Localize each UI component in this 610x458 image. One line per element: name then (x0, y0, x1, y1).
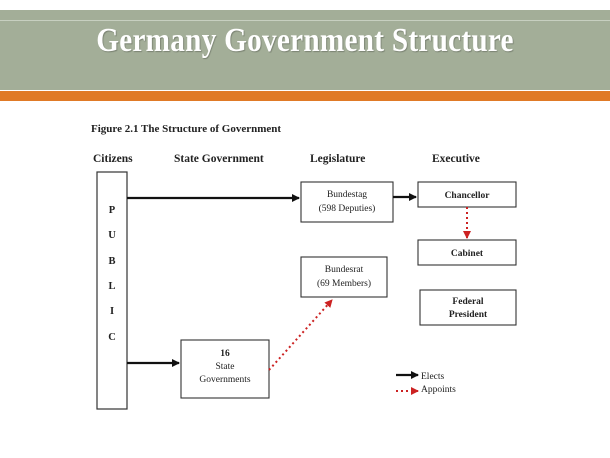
column-state-government: State Government (174, 153, 264, 165)
bundesrat-members: (69 Members) (317, 278, 371, 289)
bundesrat-box (300, 256, 388, 298)
legend: Elects Appoints (396, 371, 456, 395)
bundesrat-label: Bundesrat (325, 265, 364, 275)
header-highlight-line (0, 20, 610, 21)
cabinet-label: Cabinet (451, 249, 484, 259)
federal-president-label-line1: Federal (452, 297, 483, 307)
state-governments-label-line1: State (216, 362, 235, 372)
public-letter: C (108, 332, 116, 343)
column-citizens: Citizens (93, 153, 133, 165)
bundestag-members: (598 Deputies) (319, 203, 376, 214)
bundestag-label: Bundestag (327, 190, 367, 200)
slide-title: Germany Government Structure (96, 22, 514, 59)
public-letter: P (109, 205, 116, 216)
public-letter: L (108, 281, 115, 292)
column-legislature: Legislature (310, 153, 365, 165)
slide-header (0, 10, 610, 90)
public-letter: B (108, 256, 115, 267)
appoints-arrow-states-bundesrat (268, 299, 333, 371)
figure-caption: Figure 2.1 The Structure of Government (91, 123, 281, 135)
legend-appoints-label: Appoints (421, 385, 456, 395)
state-governments-box (180, 339, 270, 399)
state-governments-label-line2: Governments (199, 375, 250, 385)
bundestag-box (300, 181, 394, 223)
public-box (96, 171, 128, 410)
public-letter: I (110, 306, 114, 317)
state-governments-count: 16 (220, 349, 230, 359)
chancellor-box (417, 181, 517, 208)
chancellor-label: Chancellor (445, 191, 491, 201)
column-executive: Executive (432, 153, 480, 165)
federal-president-box (419, 289, 517, 326)
accent-bar (0, 91, 610, 101)
federal-president-label-line2: President (449, 310, 488, 320)
public-letters: P U B L I C (108, 205, 116, 343)
legend-elects-label: Elects (421, 372, 445, 382)
cabinet-box (417, 239, 517, 266)
public-letter: U (108, 230, 116, 241)
